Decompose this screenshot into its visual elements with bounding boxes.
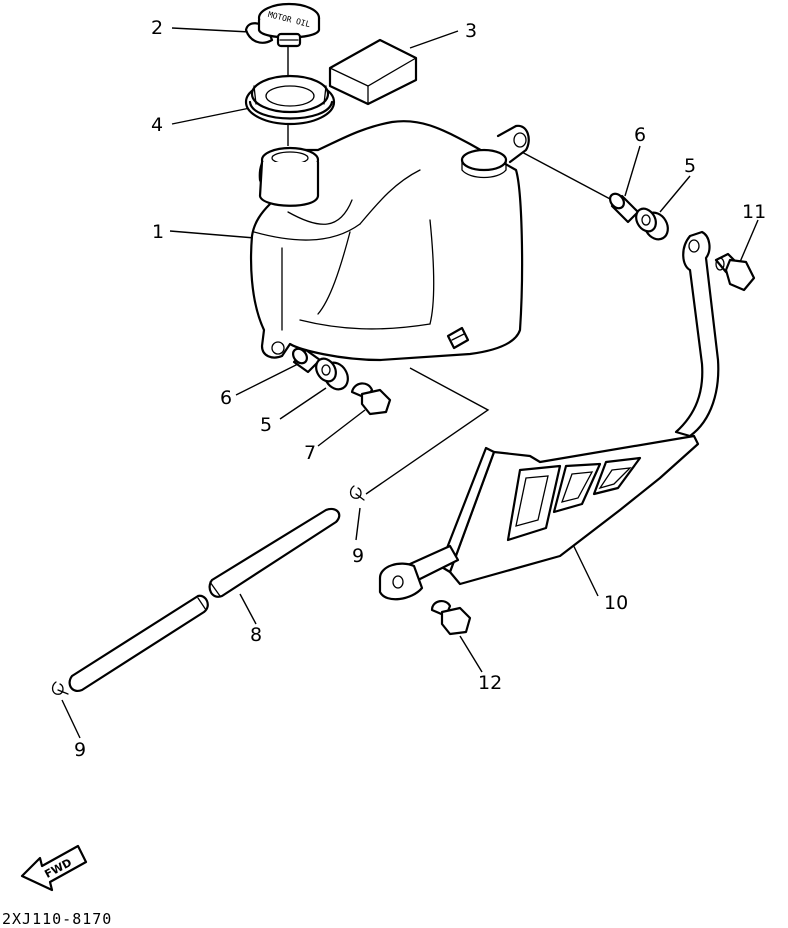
callout-9-lower: 9 <box>74 739 86 761</box>
leader-lines <box>61 27 759 739</box>
hose-clip-upper <box>349 485 365 501</box>
callout-11: 11 <box>742 201 766 223</box>
callout-5-upper: 5 <box>684 155 696 177</box>
callout-3: 3 <box>465 20 477 42</box>
bracket-bolt <box>430 600 472 636</box>
callout-2: 2 <box>151 17 163 39</box>
filler-grommet <box>244 74 336 126</box>
filler-cap: MOTOR OIL <box>244 2 321 48</box>
hose-clip-lower <box>51 681 69 695</box>
callout-labels: 2 3 4 1 6 5 11 6 5 7 9 10 8 12 9 <box>74 17 766 761</box>
lower-damper <box>315 357 349 391</box>
callout-6-upper: 6 <box>634 124 646 146</box>
lower-bolt <box>350 382 392 416</box>
callout-4: 4 <box>151 114 163 136</box>
upper-bolt <box>714 252 756 292</box>
diagram-code: 2XJ110-8170 <box>2 910 112 928</box>
callout-12: 12 <box>478 672 502 694</box>
tank-bracket <box>378 230 720 601</box>
callout-1: 1 <box>152 221 164 243</box>
fwd-arrow-icon: FWD <box>20 844 88 892</box>
callout-7: 7 <box>304 442 316 464</box>
upper-damper <box>635 207 669 241</box>
upper-collar <box>609 192 640 224</box>
lower-collar <box>292 347 322 374</box>
breather-hose <box>68 507 341 692</box>
callout-10: 10 <box>604 592 628 614</box>
oil-tank <box>249 120 530 362</box>
callout-9-upper: 9 <box>352 545 364 567</box>
rubber-block <box>328 38 418 106</box>
callout-5-lower: 5 <box>260 414 272 436</box>
callout-8: 8 <box>250 624 262 646</box>
callout-6-lower: 6 <box>220 387 232 409</box>
